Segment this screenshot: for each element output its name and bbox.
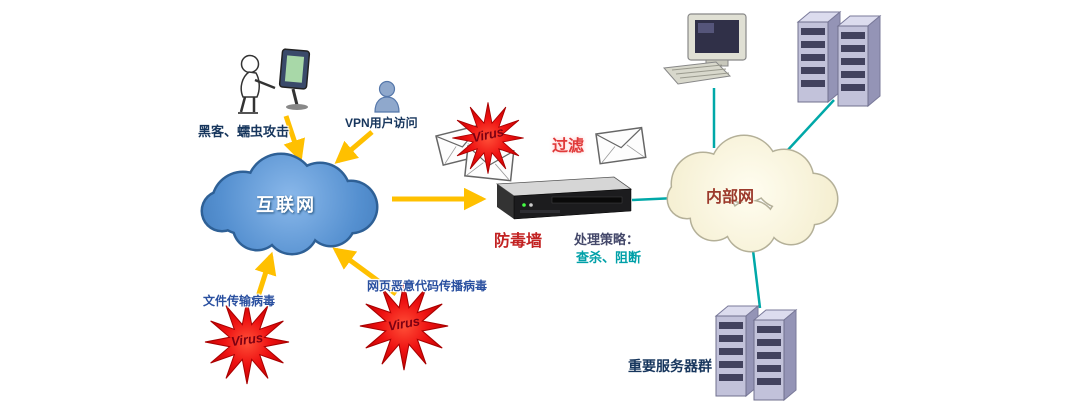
- arrow-webvirus-to-internet: [332, 247, 398, 297]
- internet-cloud-label: 互联网: [256, 195, 316, 215]
- link-intranet-servers: [785, 99, 835, 153]
- link-intranet-servergroup: [750, 241, 762, 309]
- server-tower-icon: [797, 11, 881, 107]
- policy-title-label: 处理策略：: [574, 232, 640, 247]
- hacker-figure-icon: [238, 48, 311, 114]
- firewall-device-icon: [495, 176, 633, 220]
- vpn-access-label: VPN用户访问: [345, 116, 418, 130]
- intranet-cloud: [666, 134, 839, 253]
- vpn-user-icon: [374, 80, 400, 113]
- policy-actions-label: 查杀、阻断: [576, 250, 642, 265]
- arrow-filevirus-to-internet: [253, 251, 277, 304]
- filter-label: 过滤: [552, 138, 585, 155]
- server-group-icon: [715, 305, 797, 401]
- internet-cloud: [200, 152, 379, 256]
- hacker-attack-label: 黑客、蠕虫攻击: [198, 124, 290, 139]
- intranet-cloud-label: 内部网: [706, 189, 755, 206]
- desktop-computer-icon: [662, 13, 747, 85]
- important-server-group-label: 重要服务器群: [628, 358, 712, 374]
- antivirus-wall-label: 防毒墙: [494, 233, 543, 250]
- arrow-vpn-to-internet: [334, 130, 374, 164]
- file-transfer-virus-label: 文件传输病毒: [203, 294, 276, 308]
- arrow-hacker-to-internet: [283, 115, 305, 163]
- web-malicious-code-virus-label: 网页恶意代码传播病毒: [367, 279, 488, 293]
